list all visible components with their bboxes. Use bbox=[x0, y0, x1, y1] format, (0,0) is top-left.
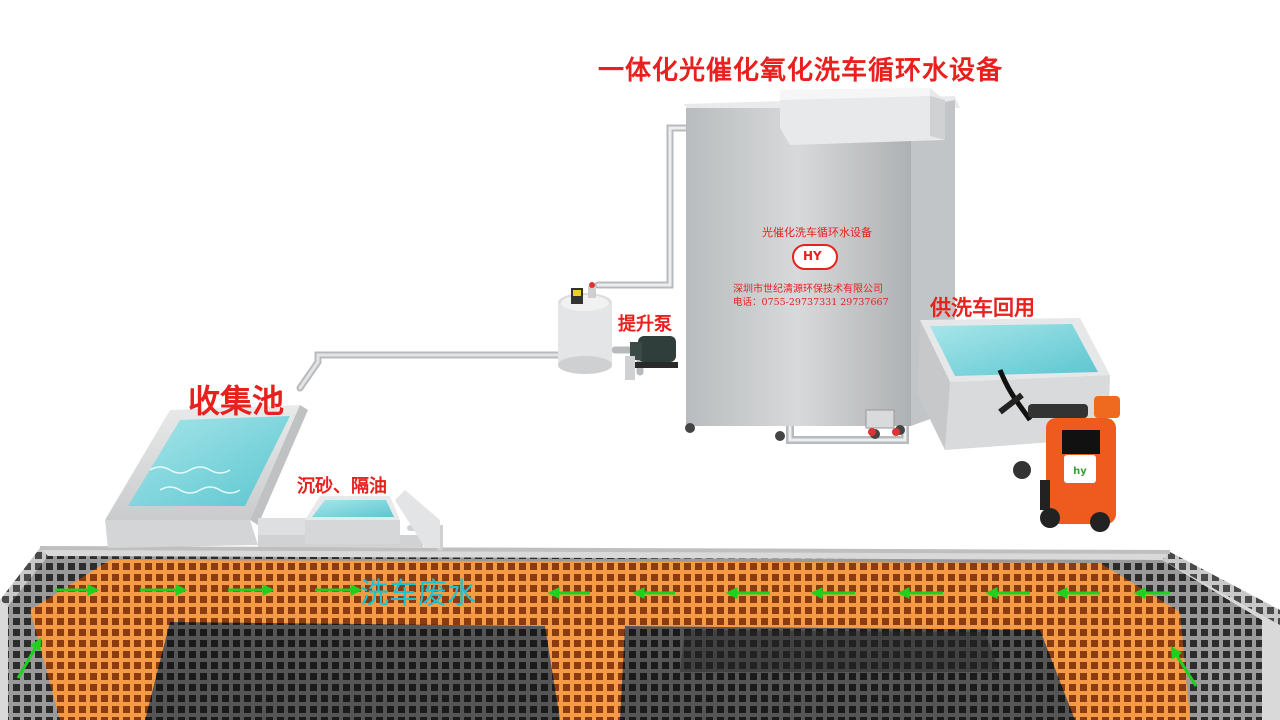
svg-text:hy: hy bbox=[1073, 466, 1087, 477]
flow-arrows bbox=[16, 584, 1198, 687]
reuse-label: 供洗车回用 bbox=[930, 296, 1035, 320]
sand-oil-label: 沉砂、隔油 bbox=[297, 476, 387, 497]
collection-pool-label: 收集池 bbox=[188, 382, 285, 420]
wastewater-label: 洗车废水 bbox=[360, 576, 477, 610]
sand-oil-pit bbox=[305, 496, 400, 544]
arrow-up-left bbox=[16, 637, 42, 679]
reuse-tank bbox=[918, 318, 1110, 450]
tank-logo: HY bbox=[803, 249, 822, 263]
lift-pump-assembly bbox=[558, 282, 678, 380]
lift-pump-label: 提升泵 bbox=[618, 314, 672, 335]
tank-plate-phone: 电话：0755-29737331 29737667 bbox=[733, 297, 889, 308]
tank-plate-company: 深圳市世纪清源环保技术有限公司 bbox=[733, 284, 883, 295]
tank-plate-name: 光催化洗车循环水设备 bbox=[762, 226, 872, 239]
floor-grating bbox=[0, 546, 1280, 720]
arrow-up-right bbox=[1170, 645, 1198, 687]
diagram-title: 一体化光催化氧化洗车循环水设备 bbox=[598, 56, 1004, 86]
pressure-washer: hy bbox=[997, 369, 1120, 532]
